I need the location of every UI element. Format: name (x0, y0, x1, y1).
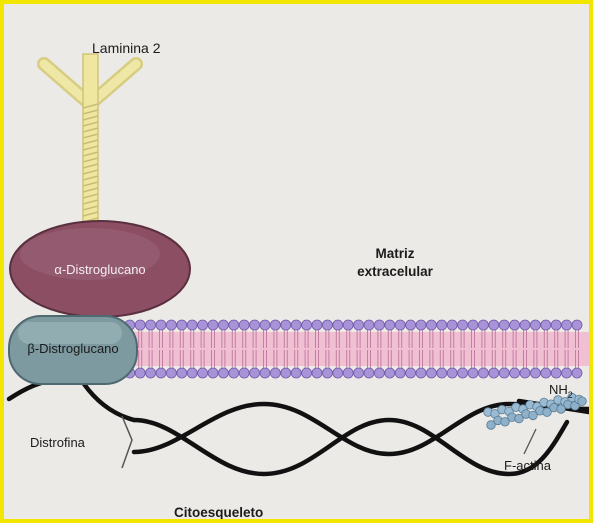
alpha-dystroglycan-label: α-Distroglucano (54, 262, 145, 277)
beta-dystroglycan-label: β-Distroglucano (27, 341, 118, 356)
factin-pointer (524, 429, 536, 454)
membrane-diagram: Laminina 2 α-Distroglucano β-Distrogluca… (4, 4, 593, 523)
nh2-subscript: 2 (568, 390, 573, 400)
matrix-label-line2: extracelular (357, 264, 434, 279)
dystrophin-label: Distrofina (30, 435, 86, 450)
matrix-label-line1: Matriz (375, 246, 414, 261)
dystrophin-bracket (122, 416, 132, 468)
lipid-bilayer (104, 320, 589, 378)
laminin-label: Laminina 2 (92, 40, 161, 56)
nh2-text: NH (549, 382, 568, 397)
cytoskeleton-label: Citoesqueleto (174, 505, 263, 520)
factin-label: F-actina (504, 458, 552, 473)
dystrophin-strands (9, 381, 589, 474)
